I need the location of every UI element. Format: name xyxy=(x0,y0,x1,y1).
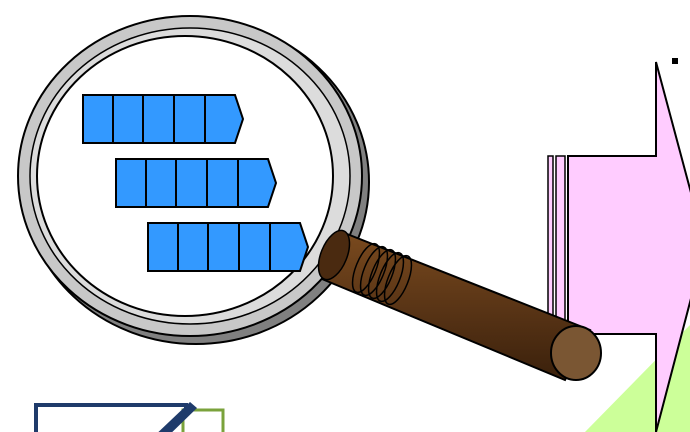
magnifying-glass-icon xyxy=(18,16,601,380)
checkbox-check-icon xyxy=(36,402,223,432)
